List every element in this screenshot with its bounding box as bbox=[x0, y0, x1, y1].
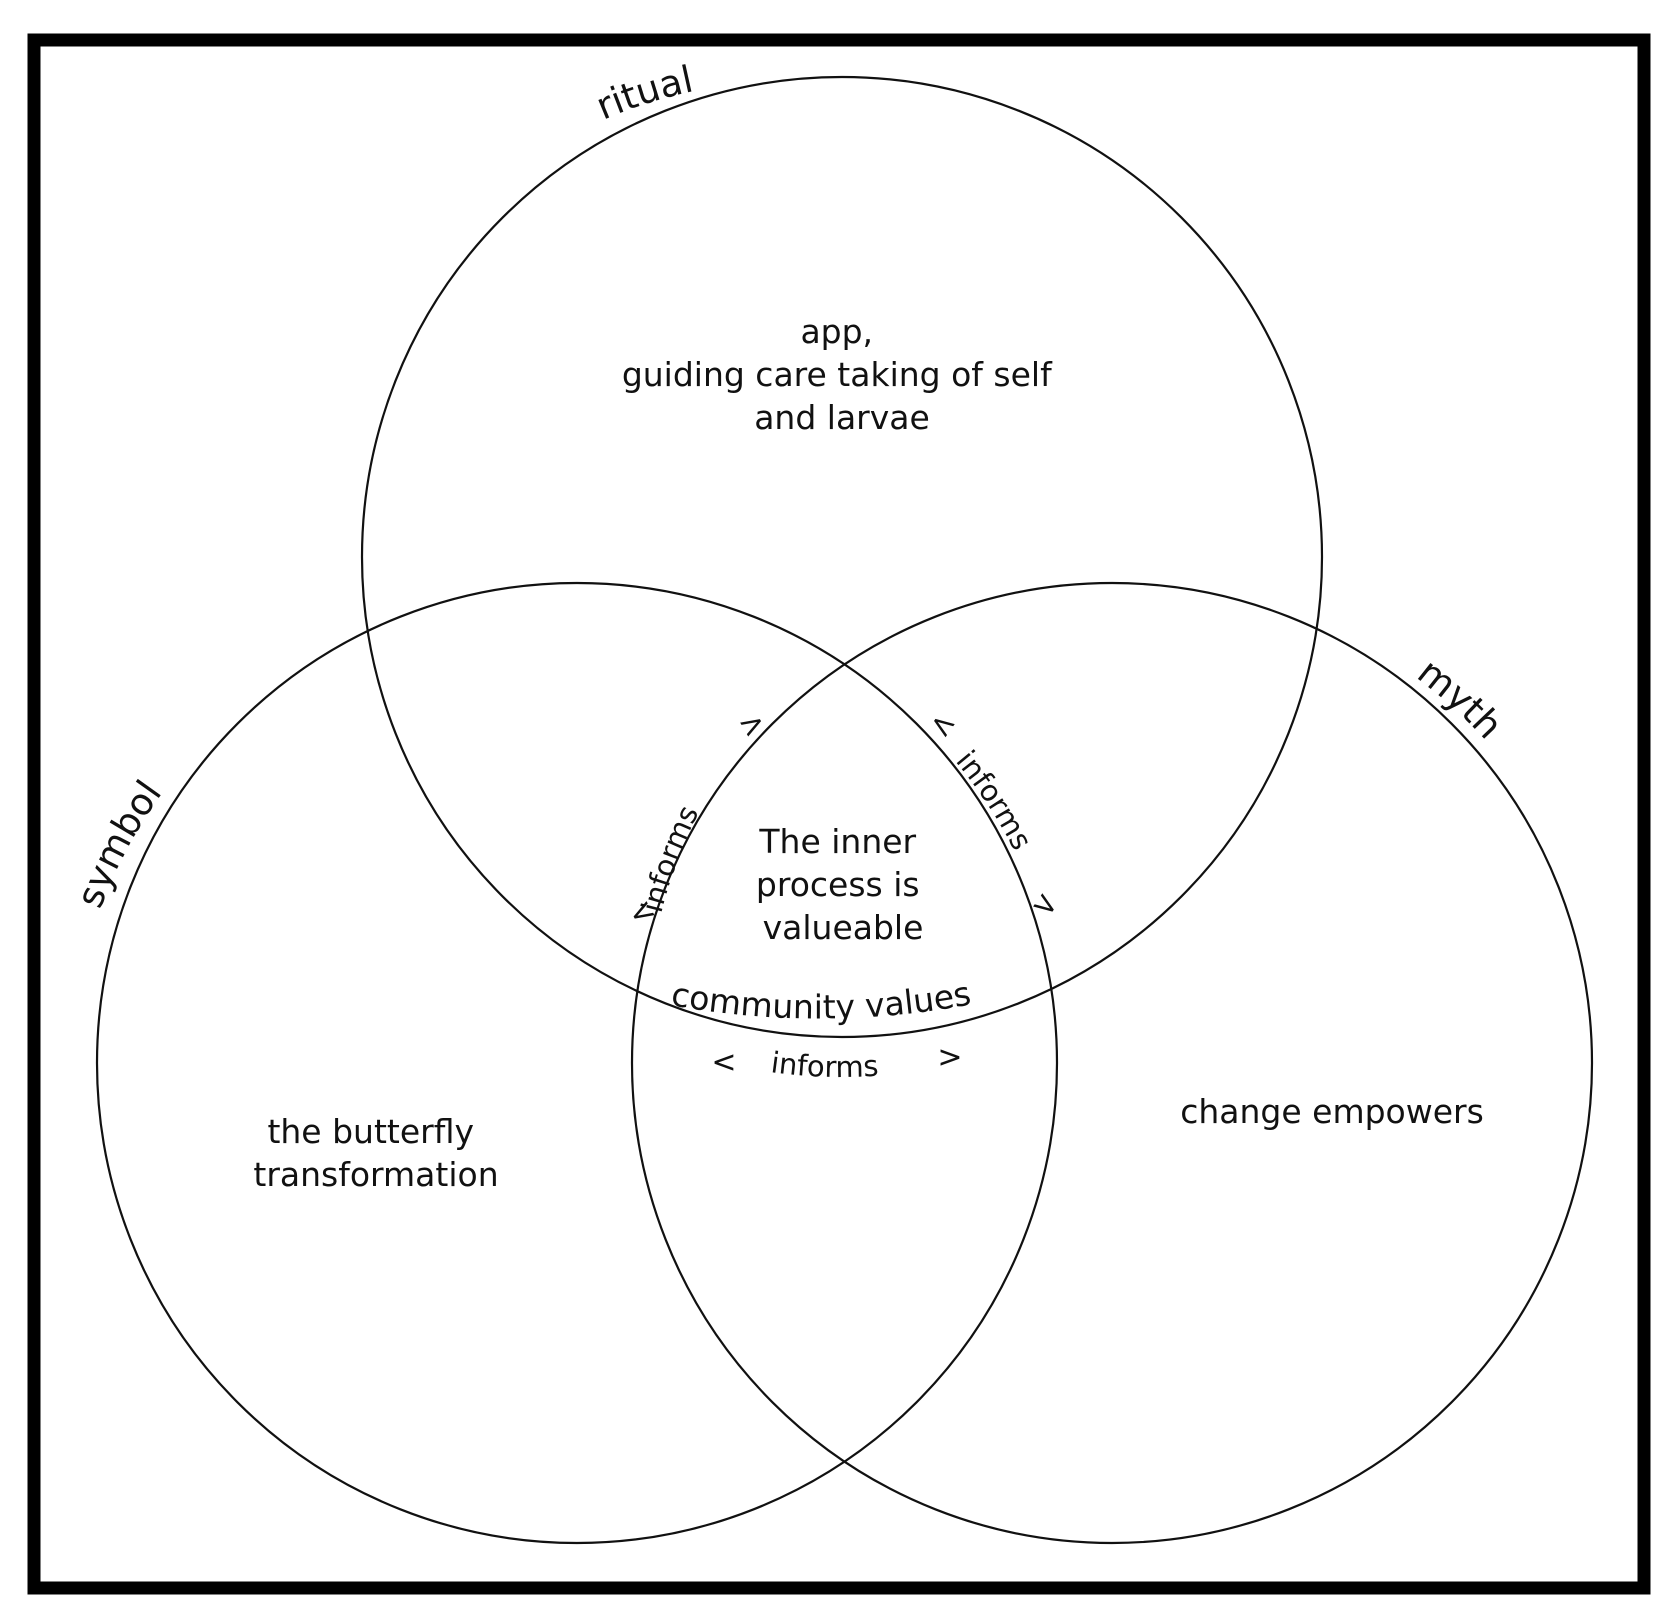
center-text-line-1: The inner bbox=[758, 822, 916, 861]
circle-ritual bbox=[360, 75, 1324, 1039]
informs-bottom-open-chevron: < bbox=[711, 1045, 736, 1080]
symbol-text-line-1: the butterfly bbox=[267, 1112, 474, 1151]
myth-region-text: change empowers bbox=[1180, 1092, 1484, 1131]
frame-border bbox=[27, 33, 1651, 1595]
informs-right-open-chevron: < bbox=[922, 704, 963, 747]
center-region-text: The inner process is valueable bbox=[756, 822, 930, 947]
center-text-line-3: valueable bbox=[763, 908, 924, 947]
symbol-region-text: the butterfly transformation bbox=[253, 1112, 498, 1194]
ritual-text-line-1: app, bbox=[800, 312, 873, 351]
ritual-text-line-3: and larvae bbox=[754, 398, 930, 437]
informs-right-close-chevron: > bbox=[1025, 884, 1066, 927]
myth-text-line-1: change empowers bbox=[1180, 1092, 1484, 1131]
informs-right-label: informs bbox=[950, 744, 1039, 855]
community-values-label: community values bbox=[669, 974, 974, 1027]
ritual-text-line-2: guiding care taking of self bbox=[622, 355, 1053, 394]
circle-myth bbox=[630, 581, 1594, 1545]
circle-symbol bbox=[95, 581, 1059, 1545]
label-ritual: ritual bbox=[590, 58, 697, 129]
label-symbol: symbol bbox=[68, 773, 170, 914]
informs-bottom-label: informs bbox=[769, 1045, 879, 1084]
ritual-region-text: app, guiding care taking of self and lar… bbox=[622, 312, 1062, 437]
symbol-text-line-2: transformation bbox=[253, 1155, 498, 1194]
informs-left-close-chevron: > bbox=[733, 703, 772, 746]
informs-bottom-close-chevron: > bbox=[937, 1040, 962, 1075]
center-text-line-2: process is bbox=[756, 865, 920, 904]
